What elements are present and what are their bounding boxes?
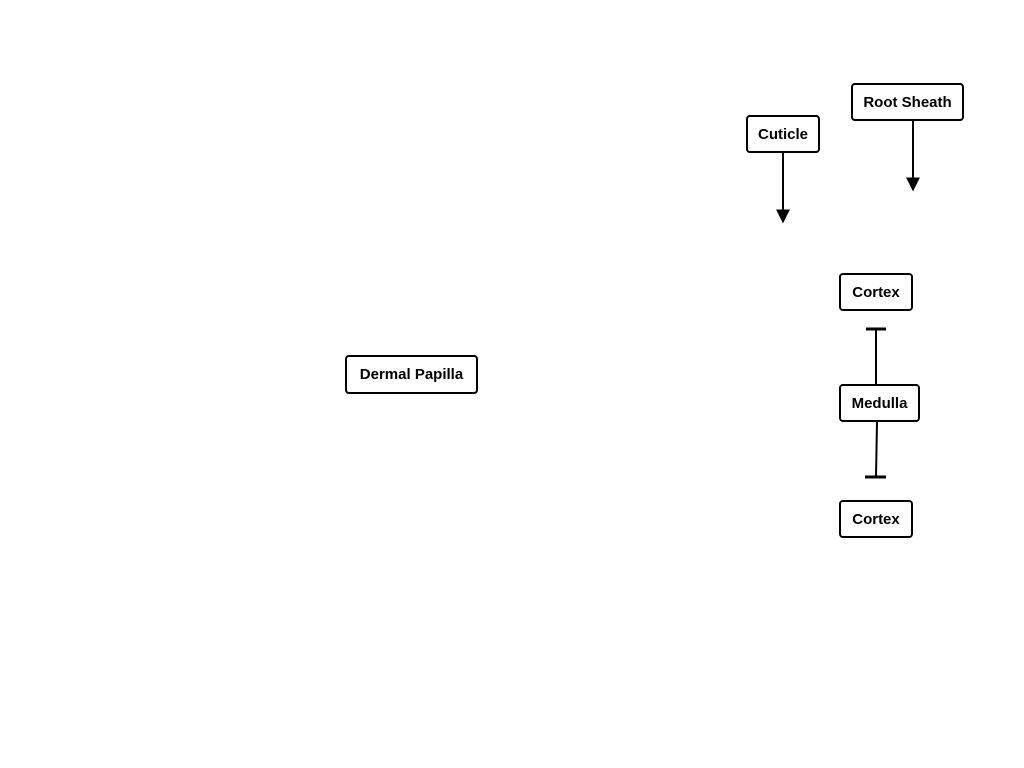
node-root-sheath[interactable]: Root Sheath (851, 83, 964, 121)
edge-medulla-cortex-bottom-inhibition (865, 421, 886, 479)
node-medulla[interactable]: Medulla (839, 384, 920, 422)
edge-medulla-cortex-top-inhibition (866, 327, 886, 384)
node-cortex-bottom[interactable]: Cortex (839, 500, 913, 538)
node-cortex-top[interactable]: Cortex (839, 273, 913, 311)
node-dermal-papilla[interactable]: Dermal Papilla (345, 355, 478, 394)
node-cuticle[interactable]: Cuticle (746, 115, 820, 153)
